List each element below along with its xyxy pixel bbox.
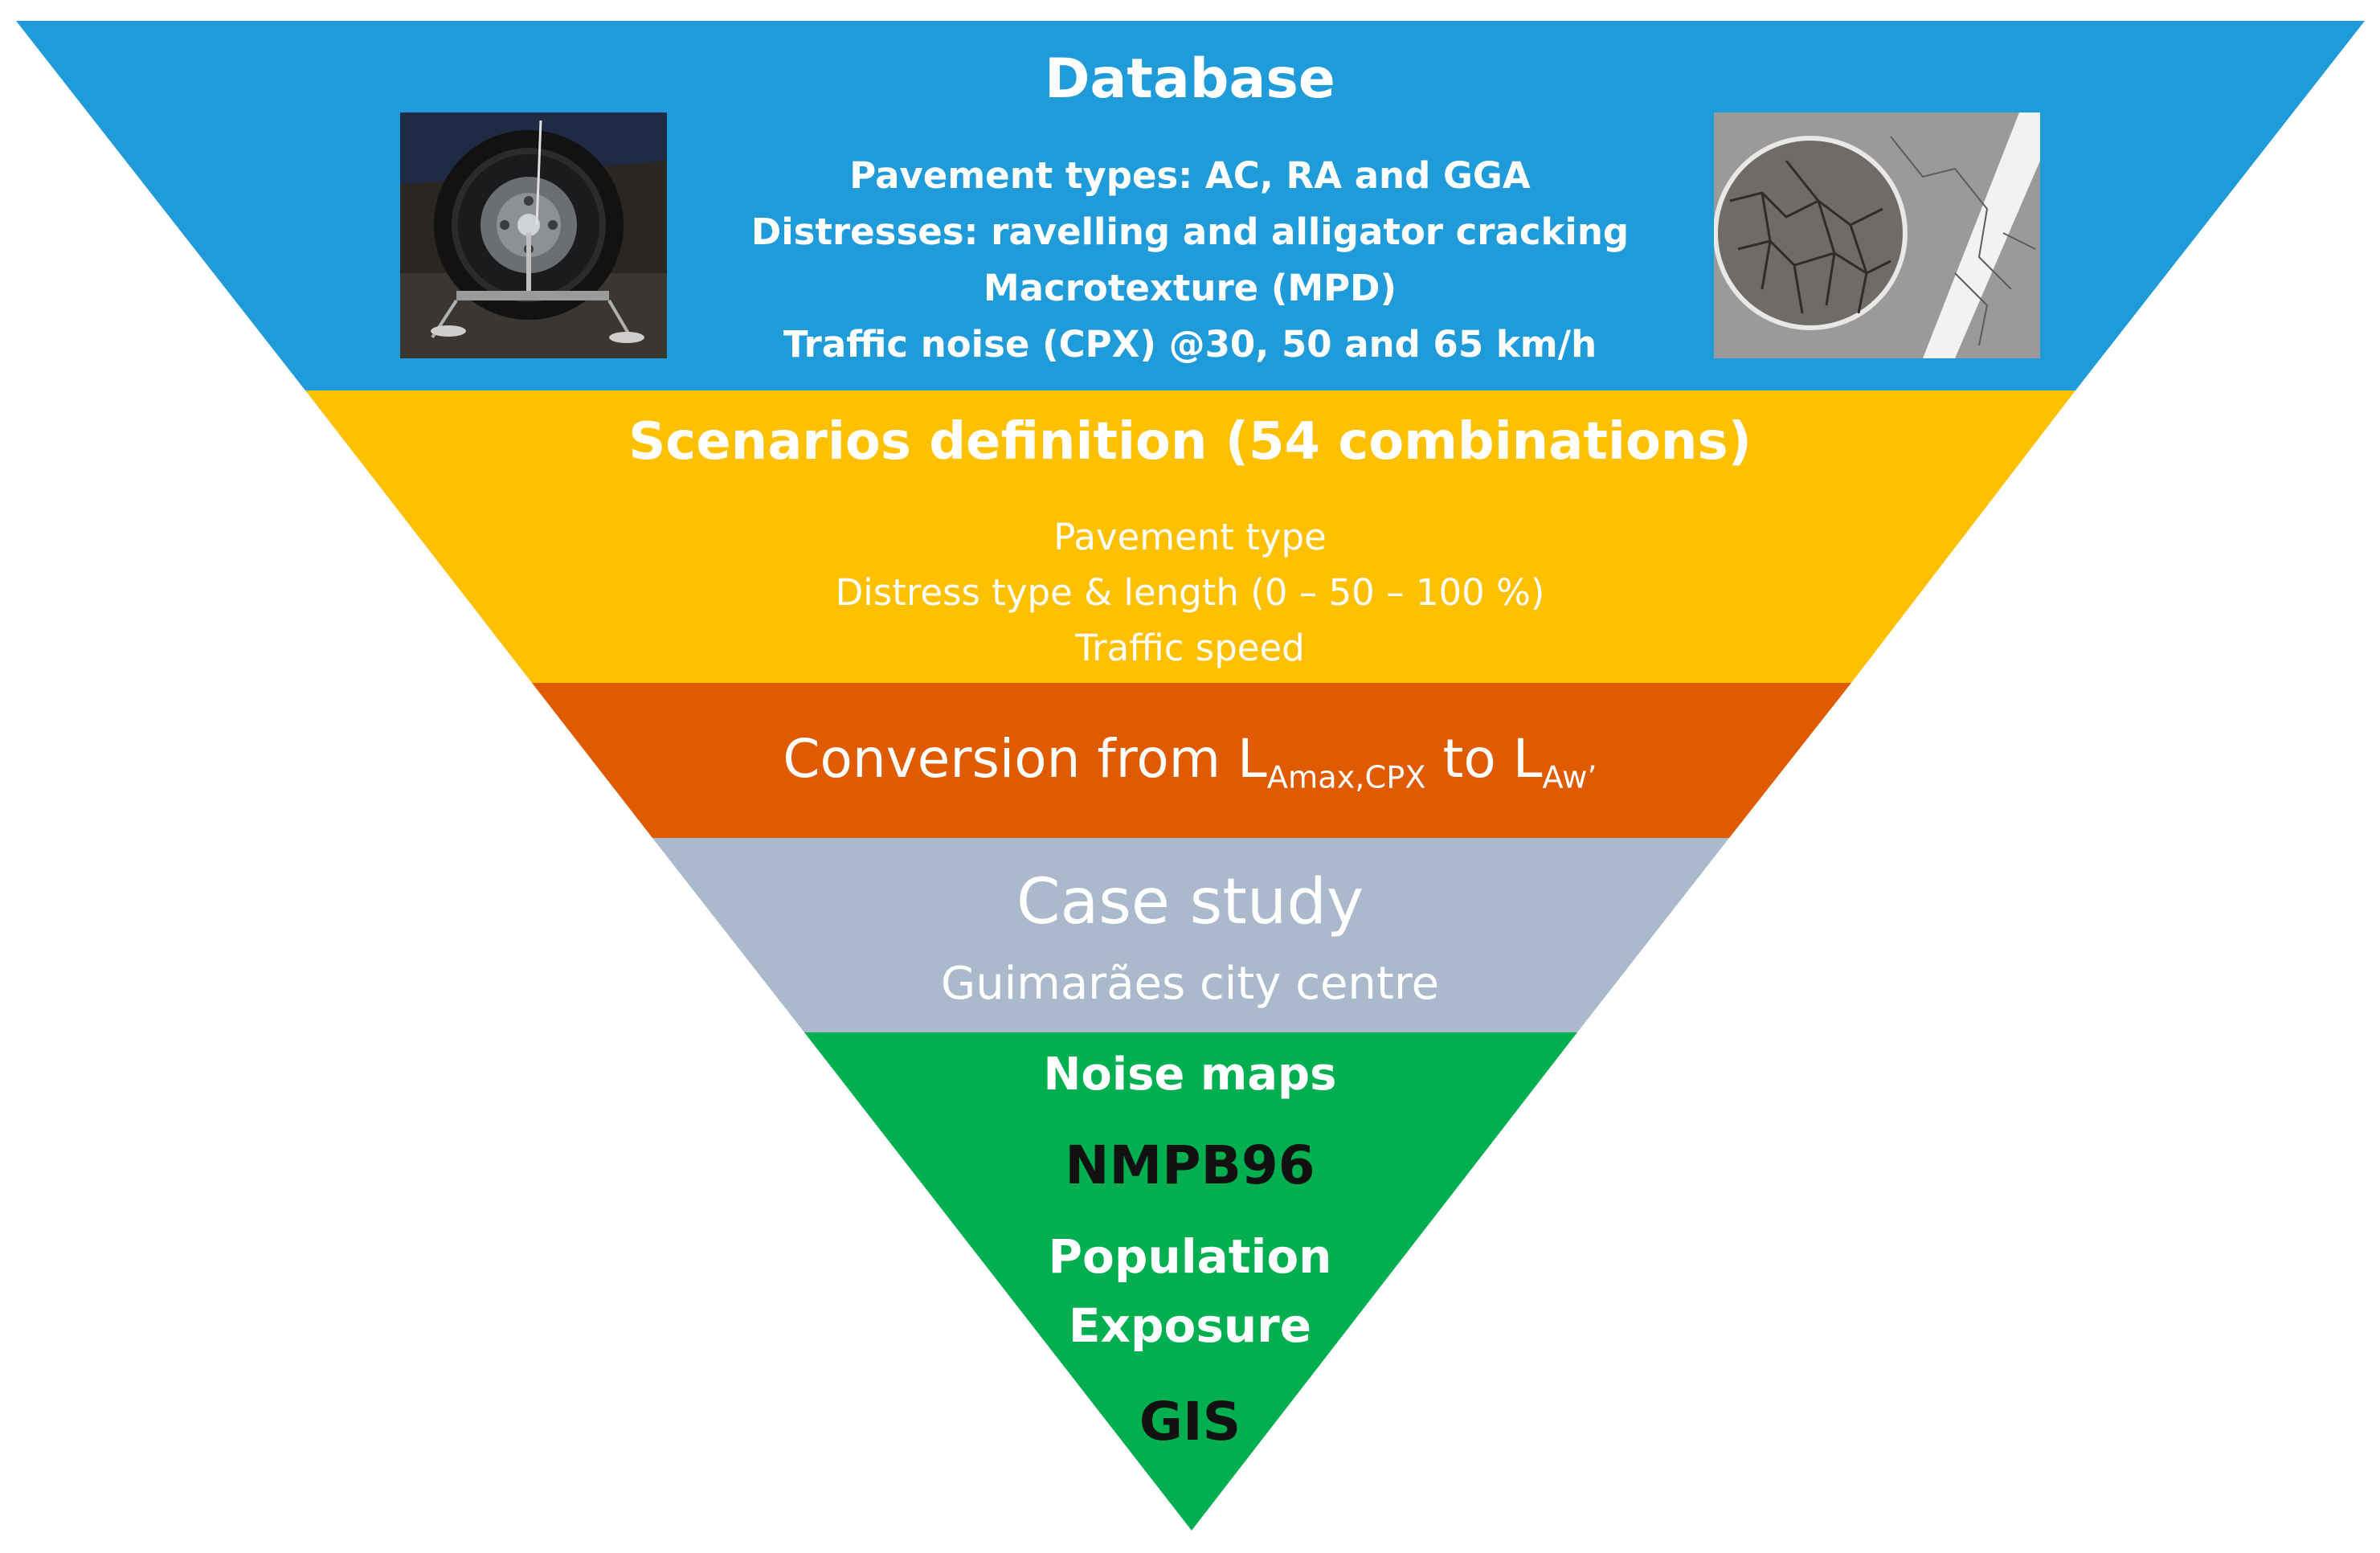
conversion-middle: to L <box>1425 728 1543 790</box>
outputs-band <box>804 1032 1577 1531</box>
database-line: Macrotexture (MPD) <box>983 267 1397 309</box>
database-line: Distresses: ravelling and alligator crac… <box>750 210 1630 253</box>
exposure-label: Exposure <box>1068 1298 1312 1353</box>
scenarios-band <box>305 390 2075 683</box>
scenarios-line: Traffic speed <box>1075 627 1305 669</box>
nmpb-label: NMPB96 <box>1065 1134 1315 1196</box>
population-label: Population <box>1048 1229 1332 1284</box>
conversion-subscript-cpx: Amax,CPX <box>1266 759 1426 796</box>
case-study-band <box>652 838 1729 1032</box>
database-title: Database <box>1045 47 1335 111</box>
case-study-title: Case study <box>1016 866 1364 938</box>
conversion-band <box>532 683 1851 838</box>
noise-maps-label: Noise maps <box>1043 1048 1337 1101</box>
scenarios-line: Pavement type <box>1053 516 1327 558</box>
cpx-trailer-tire-photo <box>400 112 667 358</box>
conversion-prefix: Conversion from L <box>783 728 1267 790</box>
conversion-subscript-aw: Aw’ <box>1542 759 1597 796</box>
conversion-label: Conversion from LAmax,CPX to LAw’ <box>0 733 2380 794</box>
alligator-cracking-pavement-photo <box>1714 112 2040 358</box>
case-study-subtitle: Guimarães city centre <box>940 958 1440 1010</box>
database-line: Pavement types: AC, RA and GGA <box>849 154 1531 197</box>
gis-label: GIS <box>1139 1391 1241 1453</box>
scenarios-title: Scenarios definition (54 combinations) <box>628 412 1752 472</box>
database-line: Traffic noise (CPX) @30, 50 and 65 km/h <box>783 323 1597 366</box>
scenarios-line: Distress type & length (0 – 50 – 100 %) <box>835 571 1545 614</box>
